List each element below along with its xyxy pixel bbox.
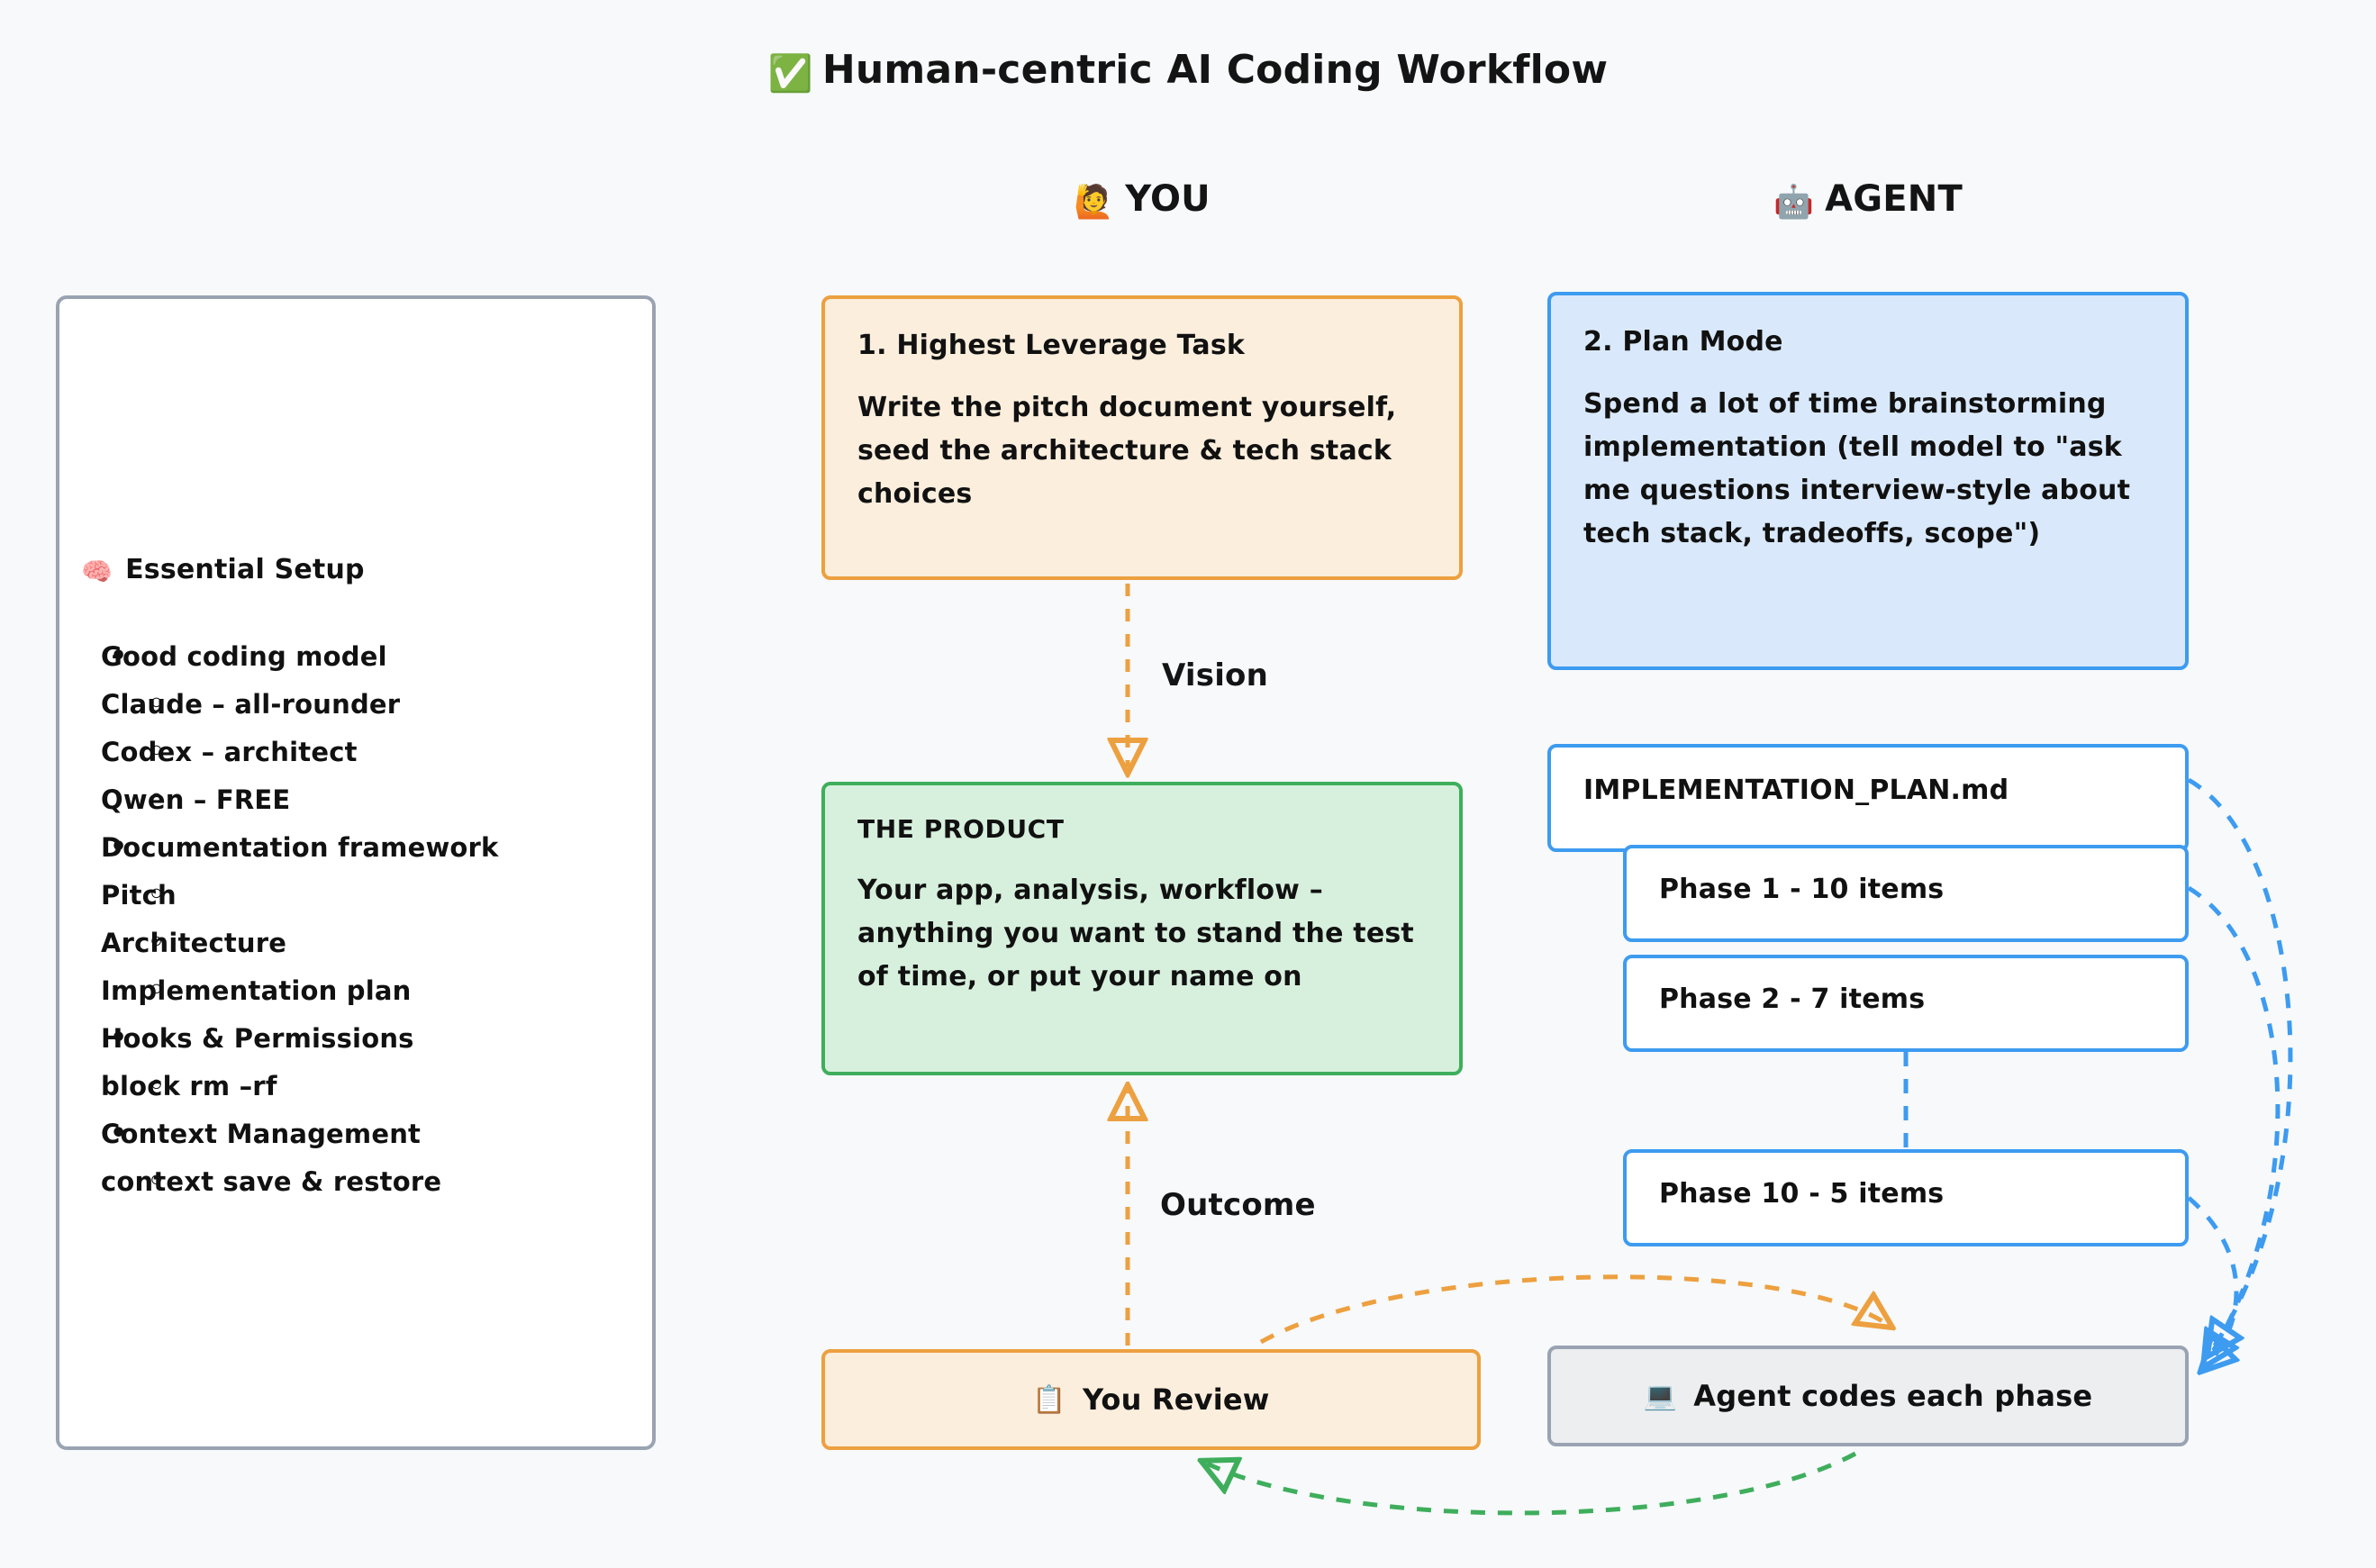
laptop-icon: 💻 <box>1643 1380 1678 1412</box>
column-label-you: YOU <box>1125 178 1211 220</box>
setup-list-item: Implementation plan <box>101 969 641 1012</box>
node-plan-title: 2. Plan Mode <box>1583 326 1783 358</box>
page-title: ✅Human-centric AI Coding Workflow <box>0 47 2376 95</box>
node-phase-2[interactable]: Phase 2 - 7 items <box>1623 955 2189 1052</box>
node-you-review[interactable]: 📋 You Review <box>821 1349 1481 1450</box>
node-plan-md-label: IMPLEMENTATION_PLAN.md <box>1583 775 2009 806</box>
node-task-title: 1. Highest Leverage Task <box>857 330 1246 361</box>
setup-list-item-label: Implementation plan <box>101 969 641 1012</box>
setup-list-item: Qwen – FREE <box>101 778 641 821</box>
node-phase-10[interactable]: Phase 10 - 5 items <box>1623 1149 2189 1246</box>
node-agent-codes-each-phase[interactable]: 💻 Agent codes each phase <box>1547 1346 2189 1446</box>
column-label-agent: AGENT <box>1825 178 1963 220</box>
edge-label-vision: Vision <box>1162 657 1269 693</box>
edge-review-to-agent <box>1259 1274 1887 1345</box>
setup-list-item-label: context save & restore <box>101 1160 641 1203</box>
node-phase-1[interactable]: Phase 1 - 10 items <box>1623 845 2189 942</box>
column-header-agent: 🤖 AGENT <box>1547 178 2189 221</box>
setup-list-item: context save & restore <box>101 1160 641 1203</box>
setup-list-item: Documentation framework <box>101 826 641 869</box>
robot-icon: 🤖 <box>1773 184 1815 221</box>
setup-list-item: Codex – architect <box>101 730 641 774</box>
node-plan-body: Spend a lot of time brainstorming implem… <box>1583 388 2131 549</box>
edge-planmd-to-agent <box>2187 777 2293 1351</box>
column-header-you: 🙋 YOU <box>821 178 1463 221</box>
essential-setup-list: Good coding modelClaude – all-rounderCod… <box>101 635 641 1208</box>
setup-list-item-label: Good coding model <box>101 635 641 678</box>
setup-list-item: Hooks & Permissions <box>101 1017 641 1060</box>
person-raising-hand-icon: 🙋 <box>1074 184 1115 221</box>
setup-list-item-label: Qwen – FREE <box>101 778 641 821</box>
setup-list-item: Pitch <box>101 874 641 917</box>
node-agent-codes-content: 💻 Agent codes each phase <box>1551 1349 2185 1443</box>
node-phase-1-label: Phase 1 - 10 items <box>1659 874 1945 905</box>
setup-list-item: Context Management <box>101 1112 641 1156</box>
node-you-review-label: You Review <box>1082 1382 1270 1417</box>
node-plan-mode[interactable]: 2. Plan Mode Spend a lot of time brainst… <box>1547 292 2189 670</box>
setup-list-item-label: block rm –rf <box>101 1065 641 1108</box>
setup-list-item: block rm –rf <box>101 1065 641 1108</box>
node-the-product[interactable]: THE PRODUCT Your app, analysis, workflow… <box>821 782 1463 1075</box>
setup-list-item-label: Architecture <box>101 921 641 965</box>
edge-phase10-to-agent <box>2187 1196 2236 1367</box>
edge-agent-to-review <box>1207 1451 1857 1516</box>
node-implementation-plan-md[interactable]: IMPLEMENTATION_PLAN.md <box>1547 744 2189 852</box>
setup-list-item-label: Context Management <box>101 1112 641 1156</box>
clipboard-icon: 📋 <box>1032 1383 1066 1416</box>
setup-list-item-label: Codex – architect <box>101 730 641 774</box>
brain-icon: 🧠 <box>81 557 113 586</box>
setup-list-item: Good coding model <box>101 635 641 678</box>
edge-label-outcome: Outcome <box>1160 1187 1316 1223</box>
node-highest-leverage-task[interactable]: 1. Highest Leverage Task Write the pitch… <box>821 295 1463 580</box>
node-you-review-content: 📋 You Review <box>825 1353 1477 1446</box>
setup-list-item: Architecture <box>101 921 641 965</box>
node-product-title: THE PRODUCT <box>857 814 1065 844</box>
essential-setup-heading-text: Essential Setup <box>125 554 365 585</box>
edge-phase1-to-agent <box>2187 885 2281 1362</box>
check-mark-icon: ✅ <box>767 53 813 95</box>
setup-list-item: Claude – all-rounder <box>101 683 641 726</box>
setup-list-item-label: Hooks & Permissions <box>101 1017 641 1060</box>
node-product-body: Your app, analysis, workflow – anything … <box>857 875 1414 992</box>
node-agent-codes-label: Agent codes each phase <box>1693 1379 2093 1413</box>
node-task-body: Write the pitch document yourself, seed … <box>857 392 1397 510</box>
page-title-text: Human-centric AI Coding Workflow <box>821 47 1609 93</box>
essential-setup-panel <box>56 295 656 1450</box>
node-phase-10-label: Phase 10 - 5 items <box>1659 1178 1945 1210</box>
essential-setup-heading: 🧠 Essential Setup <box>81 554 365 586</box>
setup-ul: Good coding modelClaude – all-rounderCod… <box>101 635 641 1203</box>
setup-list-item-label: Pitch <box>101 874 641 917</box>
node-phase-2-label: Phase 2 - 7 items <box>1659 983 1926 1015</box>
setup-list-item-label: Documentation framework <box>101 826 641 869</box>
setup-list-item-label: Claude – all-rounder <box>101 683 641 726</box>
